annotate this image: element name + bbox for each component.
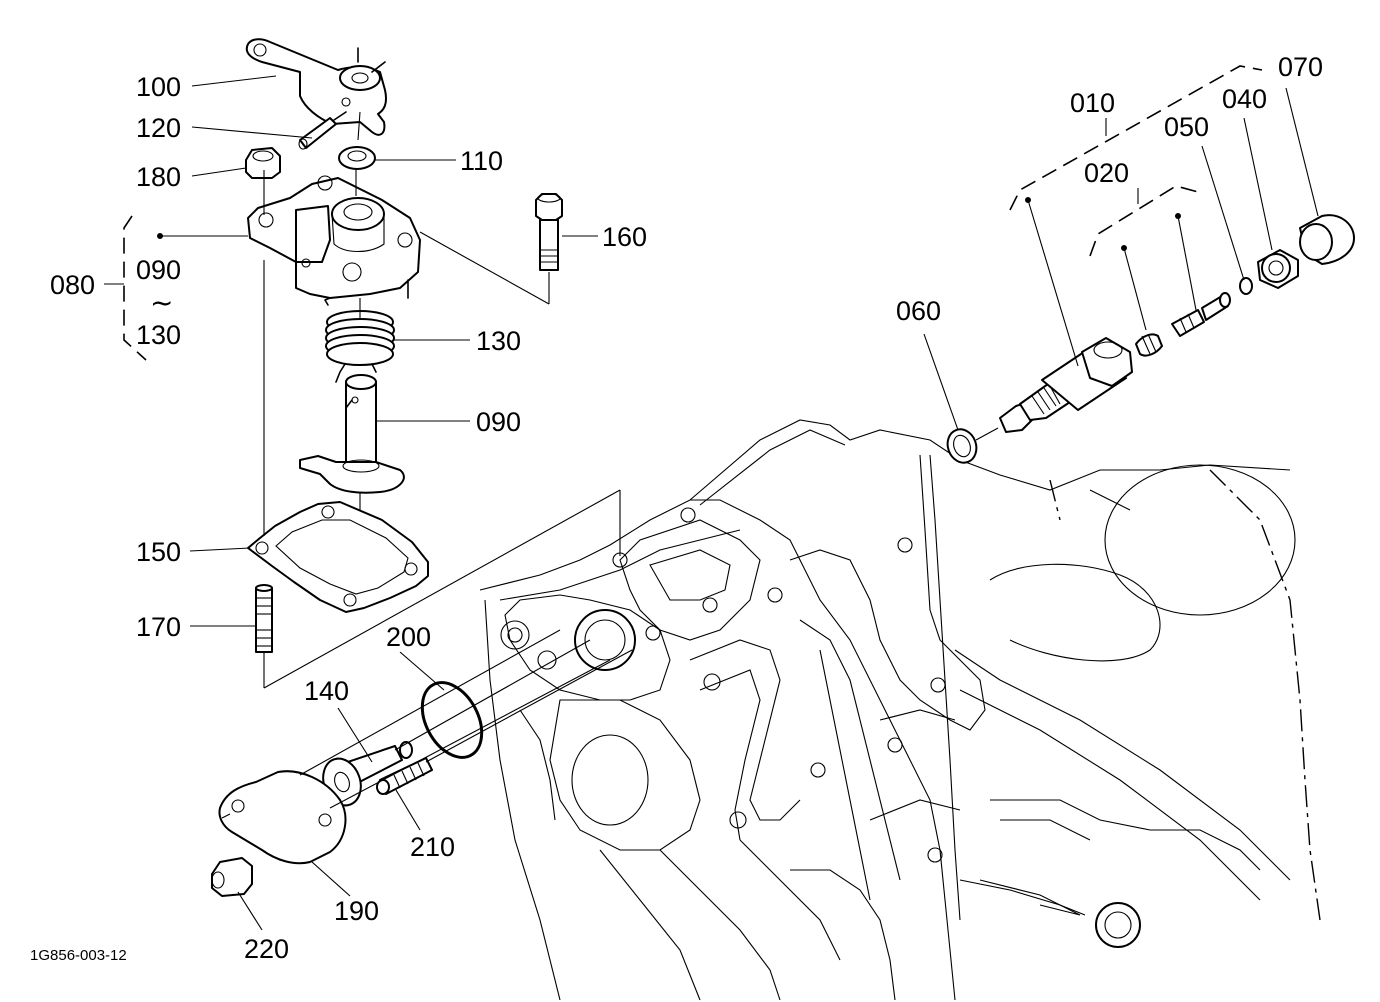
solenoid-reference-lines [975,65,1263,441]
part-labels: 100 120 180 110 160 080 090 ~ 130 130 09… [30,52,1323,964]
part-090-shaft [299,374,405,494]
cover-reference-lines [221,629,633,819]
label-070: 070 [1278,52,1323,82]
part-100-lever [245,38,388,136]
part-200-o-ring [420,681,484,759]
part-110-washer [338,146,376,170]
label-090-range-start: 090 [136,255,181,285]
label-020: 020 [1084,158,1129,188]
part-180-nut [245,147,281,179]
label-050: 050 [1164,112,1209,142]
label-range-tilde: ~ [150,286,173,319]
label-150: 150 [136,537,181,567]
leader-lines [104,75,1319,931]
label-010: 010 [1070,88,1115,118]
label-040: 040 [1222,84,1267,114]
label-200: 200 [386,622,431,652]
part-160-bolt [535,193,563,271]
part-060-seal-ring [946,428,978,464]
label-130-range-end: 130 [136,320,181,350]
label-100: 100 [136,72,181,102]
part-020-spring-assembly [1135,292,1231,357]
label-140: 140 [304,676,349,706]
part-120-pin [298,111,347,150]
part-220-nut [211,857,253,897]
part-150-gasket [247,501,429,613]
label-160: 160 [602,222,647,252]
label-210: 210 [410,832,455,862]
part-170-stud [255,584,273,653]
label-090: 090 [476,407,521,437]
label-080: 080 [50,270,95,300]
label-190: 190 [334,896,379,926]
label-060: 060 [896,296,941,326]
part-050-o-ring [1239,277,1253,295]
label-170: 170 [136,612,181,642]
part-080-cover [247,175,421,306]
label-180: 180 [136,162,181,192]
part-190-cover-plate [218,770,347,865]
label-110: 110 [460,146,503,176]
label-220: 220 [244,934,289,964]
diagram-code: 1G856-003-12 [30,947,127,964]
part-010-plunger-assembly [999,337,1133,433]
assembly-reference-lines [263,111,621,689]
part-130-spring [325,310,395,383]
part-070-cap [1299,214,1355,265]
part-040-nut [1257,249,1299,289]
label-120: 120 [136,113,181,143]
label-130: 130 [476,326,521,356]
engine-block-outline [479,419,1321,1001]
part-210-stud [376,757,433,795]
